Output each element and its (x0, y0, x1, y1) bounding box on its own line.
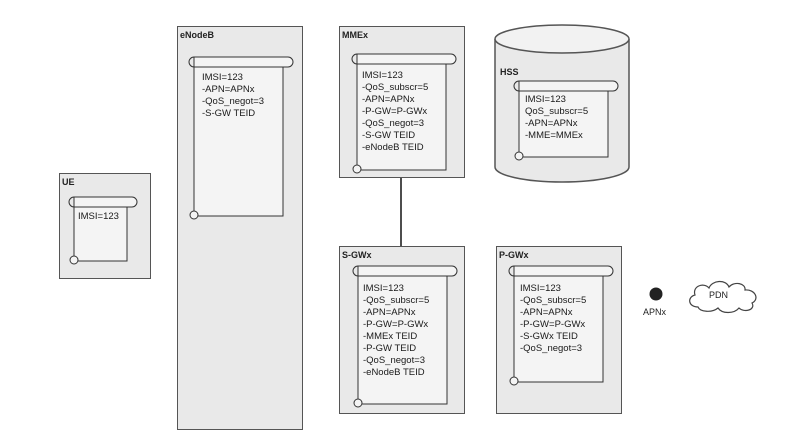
mme-attr-line: -QoS_subscr=5 (362, 82, 429, 93)
hss-attr-line: -MME=MMEx (525, 130, 583, 141)
sgw-attr-line: -P-GW=P-GWx (363, 319, 429, 330)
scroll-icon (352, 265, 458, 408)
mme-attr-line: -APN=APNx (362, 94, 415, 105)
sgw-attr-line: -QoS_subscr=5 (363, 295, 430, 306)
enodeb-attr-line: -APN=APNx (202, 84, 255, 95)
enodeb-attr-line: -S-GW TEID (202, 108, 256, 119)
mme-attr-line: IMSI=123 (362, 70, 403, 81)
pgw-scroll: IMSI=123 -QoS_subscr=5 -APN=APNx -P-GW=P… (508, 265, 614, 387)
enodeb-scroll: IMSI=123 -APN=APNx -QoS_negot=3 -S-GW TE… (188, 56, 294, 222)
sgw-attr-line: -QoS_negot=3 (363, 355, 426, 366)
hss-title: HSS (500, 67, 519, 77)
hss-attr-line: QoS_subscr=5 (525, 106, 589, 117)
scroll-icon (508, 265, 614, 386)
pgw-attr-line: -QoS_subscr=5 (520, 295, 587, 306)
sgw-scroll: IMSI=123 -QoS_subscr=5 -APN=APNx -P-GW=P… (352, 265, 458, 409)
scroll-icon (351, 53, 457, 174)
pgw-attr-line: -APN=APNx (520, 307, 573, 318)
mme-attr-line: -eNodeB TEID (362, 142, 424, 153)
pgw-attr-line: -S-GWx TEID (520, 331, 578, 342)
pgw-title: P-GWx (499, 250, 529, 260)
hss-attr-line: -APN=APNx (525, 118, 578, 129)
scroll-icon (513, 80, 619, 161)
enodeb-attr-line: -QoS_negot=3 (202, 96, 265, 107)
pgw-attr-line: IMSI=123 (520, 283, 561, 294)
hss-attr-line: IMSI=123 (525, 94, 566, 105)
ue-scroll: IMSI=123 (68, 196, 138, 266)
pgw-attr-line: -QoS_negot=3 (520, 343, 583, 354)
mme-title: MMEx (342, 30, 369, 40)
apn-label: APNx (643, 307, 667, 317)
pdn-cloud-icon (689, 280, 757, 314)
mme-attr-line: -QoS_negot=3 (362, 118, 425, 129)
sgw-attr-line: -eNodeB TEID (363, 367, 425, 378)
mme-scroll: IMSI=123 -QoS_subscr=5 -APN=APNx -P-GW=P… (351, 53, 457, 175)
ue-attr-line: IMSI=123 (78, 211, 119, 222)
ue-title: UE (62, 177, 75, 187)
mme-attr-line: -P-GW=P-GWx (362, 106, 428, 117)
sgw-attr-line: -APN=APNx (363, 307, 416, 318)
enodeb-attr-line: IMSI=123 (202, 72, 243, 83)
apn-dot-icon (649, 287, 663, 301)
pgw-attr-line: -P-GW=P-GWx (520, 319, 586, 330)
hss-scroll: IMSI=123 QoS_subscr=5 -APN=APNx -MME=MME… (513, 80, 619, 162)
sgw-attr-line: IMSI=123 (363, 283, 404, 294)
sgw-title: S-GWx (342, 250, 372, 260)
sgw-attr-line: -MMEx TEID (363, 331, 418, 342)
enodeb-title: eNodeB (180, 30, 215, 40)
pdn-label: PDN (709, 290, 729, 300)
scroll-icon (68, 196, 138, 265)
scroll-icon (188, 56, 294, 220)
mme-attr-line: -S-GW TEID (362, 130, 416, 141)
sgw-attr-line: -P-GW TEID (363, 343, 417, 354)
